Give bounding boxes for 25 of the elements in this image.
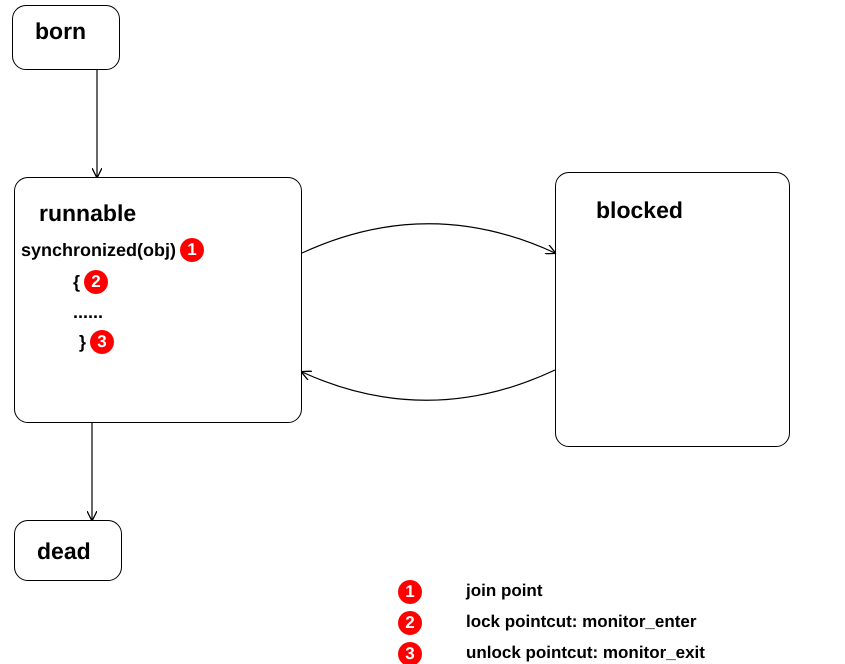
code-text: ...... (73, 302, 104, 323)
callout-number: 1 (180, 238, 204, 262)
code-text: } (79, 332, 86, 352)
arrow (91, 70, 103, 179)
state-name: dead (37, 538, 91, 565)
state-box (555, 172, 790, 447)
arrow (302, 223, 557, 255)
code-text: synchronized(obj) (21, 240, 176, 260)
arrow (300, 369, 556, 401)
state-box (14, 177, 302, 423)
arrow (86, 423, 98, 522)
callout-number: 3 (90, 330, 114, 354)
state-name: blocked (596, 197, 683, 224)
state-name: born (35, 18, 86, 45)
callout-number: 2 (398, 611, 422, 635)
legend-text: join point (466, 581, 542, 601)
legend-text: unlock pointcut: monitor_exit (466, 643, 705, 663)
callout-number: 2 (84, 270, 108, 294)
state-box (12, 5, 120, 70)
code-text: { (73, 272, 80, 292)
state-box (14, 520, 122, 581)
callout-number: 3 (398, 642, 422, 664)
legend-text: lock pointcut: monitor_enter (466, 612, 696, 632)
state-name: runnable (39, 200, 136, 227)
callout-number: 1 (398, 580, 422, 604)
